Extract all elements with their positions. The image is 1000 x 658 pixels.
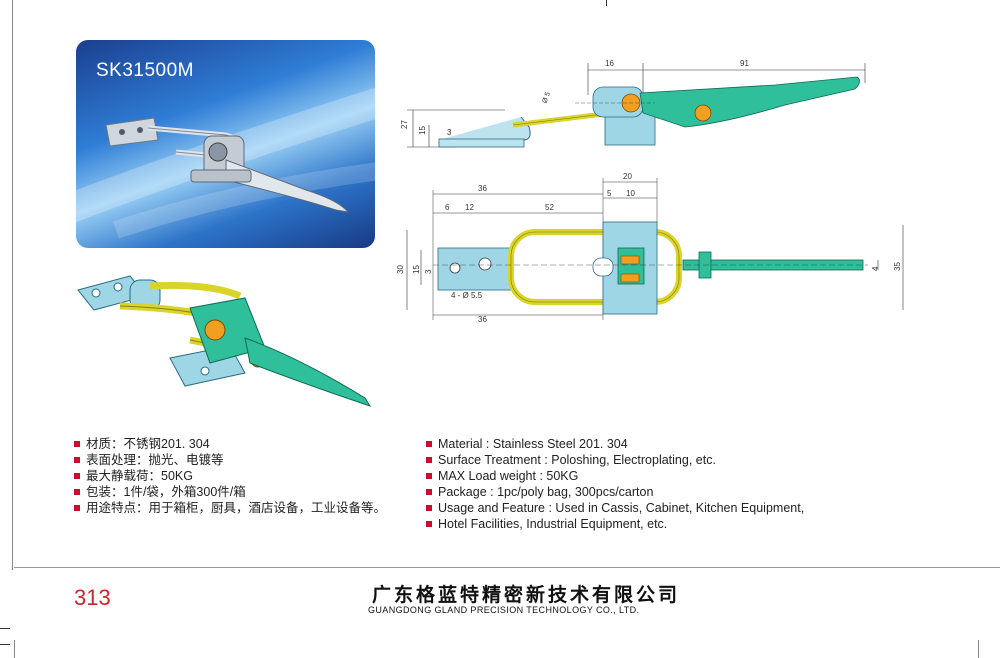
- specs-chinese: 材质：不锈钢201. 304 表面处理：抛光、电镀等 最大静载荷：50KG 包装…: [74, 436, 404, 516]
- crop-mark: [0, 644, 10, 645]
- crop-mark: [0, 628, 10, 629]
- page-edge-left: [12, 0, 13, 570]
- dim-3: 3: [447, 128, 452, 137]
- side-view-drawing: 16 91 27 15 3 Ø 5: [400, 59, 866, 148]
- dim-16: 16: [605, 59, 614, 68]
- dim-12: 12: [465, 203, 474, 212]
- spec-en-item: Material : Stainless Steel 201. 304: [426, 436, 856, 452]
- spec-en-item-continued: Hotel Facilities, Industrial Equipment, …: [426, 516, 856, 532]
- page-edge-right-lower: [978, 640, 979, 658]
- spec-cn-item: 材质：不锈钢201. 304: [74, 436, 404, 452]
- dim-3b: 3: [424, 269, 433, 274]
- dim-52: 52: [545, 203, 554, 212]
- company-name-english: GUANGDONG GLAND PRECISION TECHNOLOGY CO.…: [368, 605, 640, 615]
- dim-4: 4: [871, 266, 880, 271]
- dim-36b: 36: [478, 315, 487, 324]
- dim-5: 5: [607, 189, 612, 198]
- top-view-drawing: 20 36 5 10 6 12 52 30 15 3 4 - Ø 5.5 36 …: [396, 172, 904, 324]
- dim-27: 27: [400, 120, 409, 129]
- spec-cn-item: 最大静载荷：50KG: [74, 468, 404, 484]
- dim-20: 20: [623, 172, 632, 181]
- dim-30: 30: [396, 265, 405, 274]
- page-edge-left-lower: [14, 640, 15, 658]
- dim-dia5: Ø 5: [541, 91, 551, 104]
- dim-10: 10: [626, 189, 635, 198]
- spec-en-item: Package : 1pc/poly bag, 300pcs/carton: [426, 484, 856, 500]
- dim-15b: 15: [412, 265, 421, 274]
- footer-divider: [14, 567, 1000, 568]
- spec-en-item: Usage and Feature : Used in Cassis, Cabi…: [426, 500, 856, 516]
- dim-91: 91: [740, 59, 749, 68]
- spec-cn-item: 包装：1件/袋，外箱300件/箱: [74, 484, 404, 500]
- latch-photo-illustration: [76, 87, 375, 239]
- product-code: SK31500M: [96, 60, 195, 81]
- dim-holes: 4 - Ø 5.5: [451, 291, 483, 300]
- latch-3d-illustration: [77, 275, 372, 407]
- dim-35: 35: [893, 262, 902, 271]
- specs-english: Material : Stainless Steel 201. 304 Surf…: [426, 436, 856, 532]
- dim-6: 6: [445, 203, 450, 212]
- spec-en-item: Surface Treatment : Poloshing, Electropl…: [426, 452, 856, 468]
- product-photo: SK31500M: [76, 40, 375, 248]
- crop-mark: [606, 0, 607, 6]
- dim-15: 15: [418, 126, 427, 135]
- spec-en-item: MAX Load weight : 50KG: [426, 468, 856, 484]
- dim-36: 36: [478, 184, 487, 193]
- company-name-chinese: 广东格蓝特精密新技术有限公司: [372, 585, 681, 606]
- spec-cn-item: 表面处理：抛光、电镀等: [74, 452, 404, 468]
- spec-cn-item: 用途特点：用于箱柜，厨具，酒店设备，工业设备等。: [74, 500, 404, 516]
- page-number: 313: [74, 585, 111, 610]
